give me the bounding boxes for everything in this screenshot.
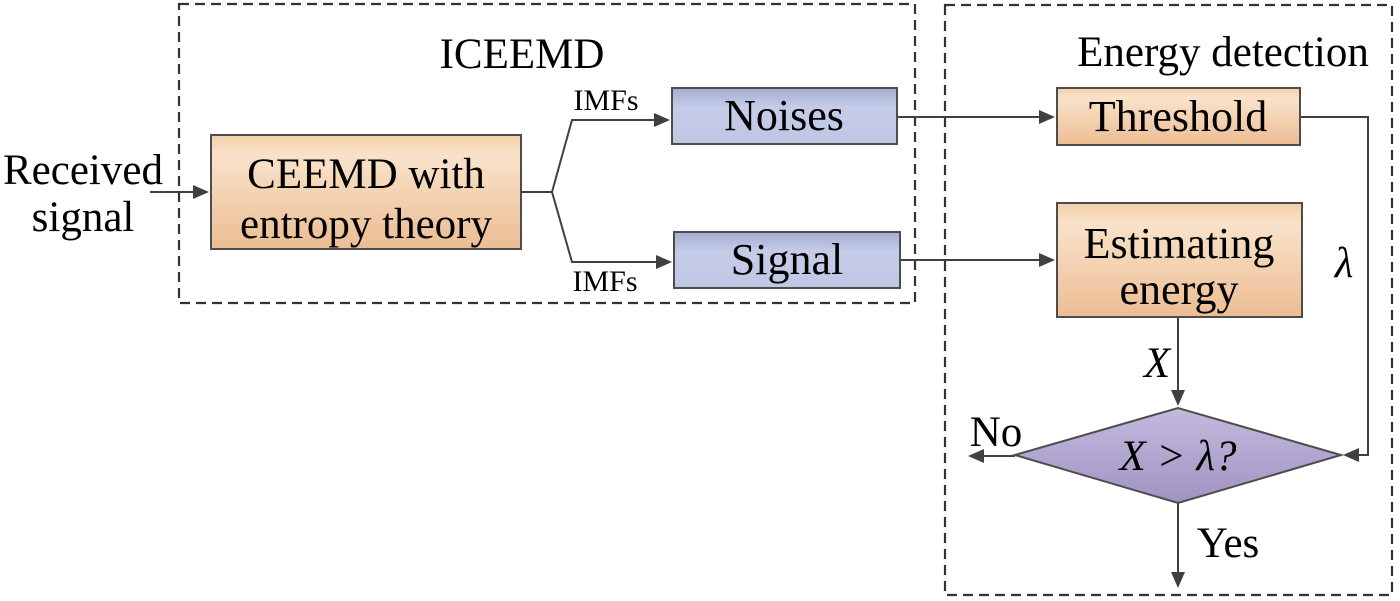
yes-branch-label: Yes (1197, 520, 1260, 567)
ceemd-box-label-line2: entropy theory (240, 201, 492, 248)
arrow-imfs-to-noises (551, 113, 670, 193)
noises-box-label: Noises (724, 91, 844, 140)
noises-box (671, 87, 898, 145)
threshold-box-label: Threshold (1089, 92, 1267, 141)
ceemd-box (210, 134, 522, 250)
imfs-bottom-label: IMFs (572, 265, 637, 298)
iceemd-group-title: ICEEMD (440, 31, 605, 78)
imfs-top-label: IMFs (573, 84, 638, 117)
signal-box-label: Signal (731, 235, 843, 284)
arrow-threshold-to-decision (1300, 116, 1369, 462)
signal-box (673, 231, 901, 289)
energy-detection-group-title: Energy detection (1077, 29, 1369, 76)
estimating-energy-box-label-line2: energy (1120, 265, 1239, 314)
threshold-box (1056, 87, 1301, 146)
no-branch-label: No (970, 409, 1023, 456)
iceemd-group-frame (177, 2, 917, 305)
decision-diamond-label: X > λ? (1118, 433, 1237, 480)
decision-diamond (1011, 406, 1345, 505)
received-signal-label-line1: Received (3, 147, 163, 194)
estimating-energy-box-label-line1: Estimating (1084, 219, 1275, 268)
energy-detection-group-frame (943, 3, 1394, 597)
x-label: X (1142, 340, 1172, 387)
estimating-energy-box (1056, 202, 1303, 318)
received-signal-label-line2: signal (32, 194, 135, 241)
arrow-imfs-to-signal (551, 191, 672, 269)
lambda-label: λ (1333, 240, 1354, 287)
ceemd-box-label-line1: CEEMD with (247, 151, 485, 198)
